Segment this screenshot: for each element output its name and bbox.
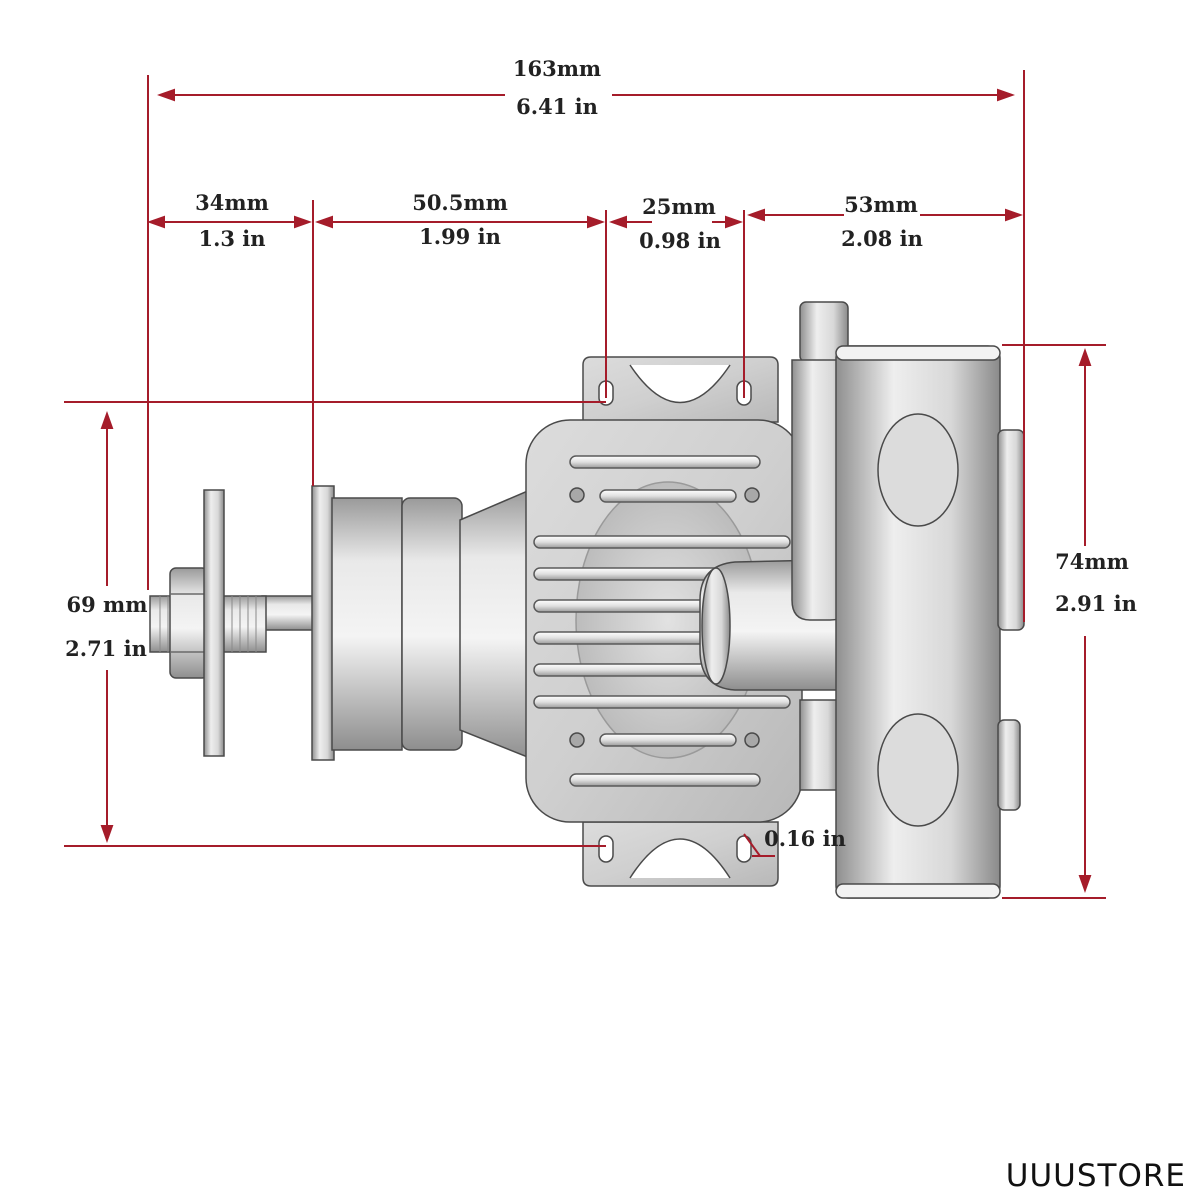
mount-to-exhaust-inch: 2.08 in [841,226,923,251]
exhaust-height-inch: 2.91 in [1055,591,1137,616]
muffler-cap-bottom [835,883,1001,899]
muffler-boss-top [877,413,959,527]
engine-drawing [149,301,1025,899]
mount-height-inch: 2.71 in [65,636,147,661]
mount-hole-bottom-right [736,835,752,863]
dimension-lines [64,70,1106,899]
muffler-outlet-lower [997,719,1021,811]
exhaust-height-mm: 74mm [1055,549,1129,574]
crankcase-nose [459,488,536,762]
drive-hub [331,497,403,751]
case-screws [569,487,760,748]
prop-washer [203,489,225,757]
overall-length-inch: 6.41 in [516,94,598,119]
overall-length-mm: 163mm [513,56,601,81]
intake-opening [701,567,731,685]
mount-to-exhaust-mm: 53mm [844,192,918,217]
dimension-labels: 163mm 6.41 in 34mm 1.3 in 50.5mm 1.99 in… [65,56,1137,851]
muffler-cap-top [835,345,1001,361]
flange-to-mount-mm: 50.5mm [412,190,508,215]
rear-housing [799,699,841,791]
muffler-outlet [997,429,1025,631]
cooling-fins [533,455,791,787]
mount-holes-inch: 0.98 in [639,228,721,253]
flange-to-mount-inch: 1.99 in [419,224,501,249]
prop-to-flange-inch: 1.3 in [198,226,265,251]
prop-to-flange-mm: 34mm [195,190,269,215]
hole-diameter-inch: 0.16 in [764,826,846,851]
mount-height-mm: 69 mm [67,592,148,617]
brand-watermark: UUUSTORE [1006,1158,1186,1194]
hub-collar [401,497,463,751]
mount-hole-bottom-left [598,835,614,863]
muffler-boss-bottom [877,713,959,827]
drive-flange [311,485,335,761]
prop-nut [169,567,209,679]
mount-holes-mm: 25mm [642,194,716,219]
